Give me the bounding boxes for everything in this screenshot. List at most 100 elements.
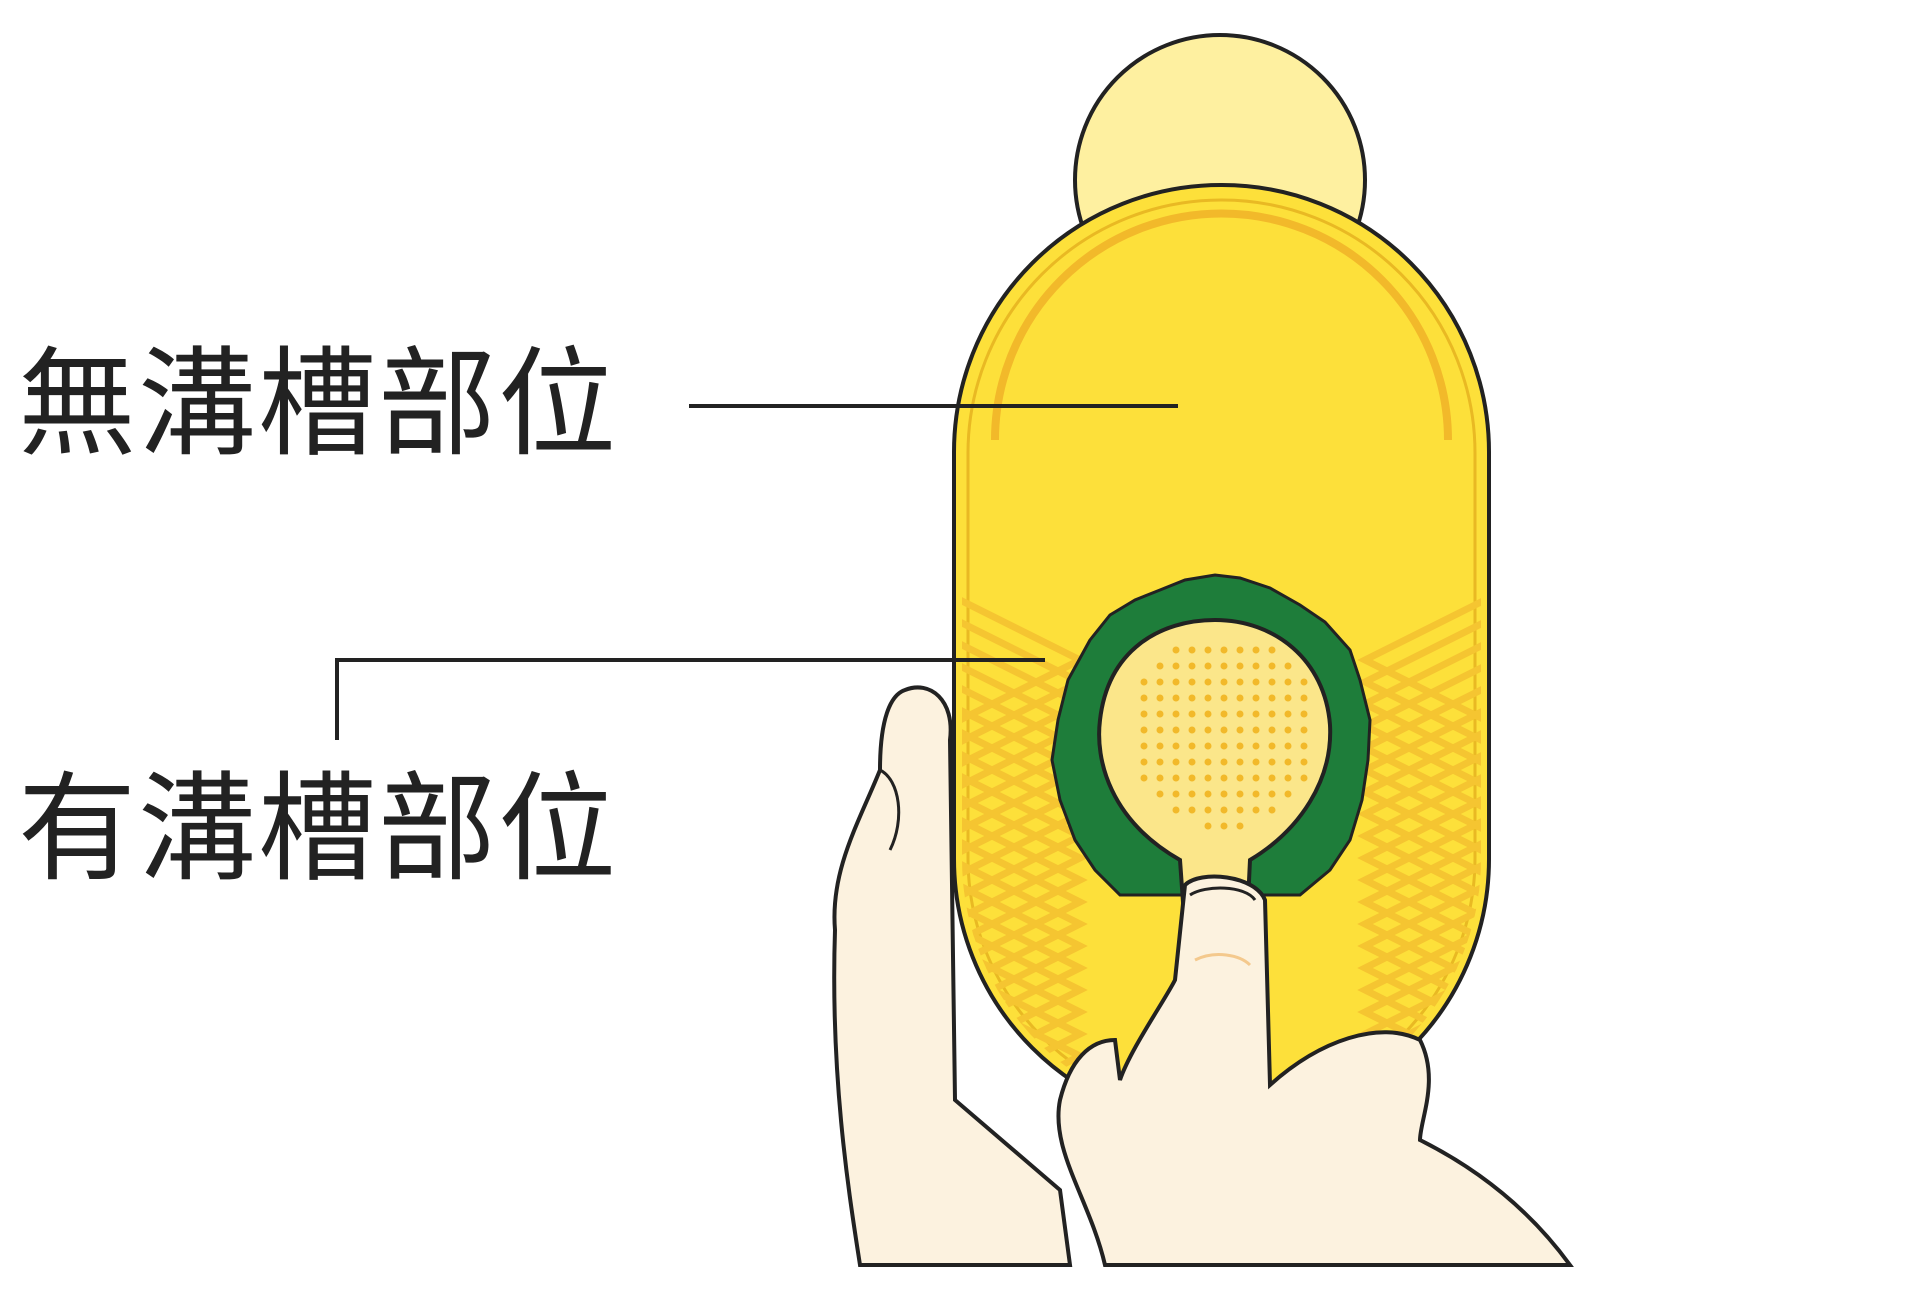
spoon-dot bbox=[1188, 662, 1196, 670]
spoon-dot bbox=[1268, 726, 1276, 734]
spoon-dot bbox=[1204, 774, 1212, 782]
groove-line bbox=[1357, 772, 1481, 900]
groove-line bbox=[1357, 860, 1481, 988]
spoon-dot bbox=[1204, 726, 1212, 734]
spoon-dot bbox=[1300, 774, 1308, 782]
spoon-dot bbox=[1252, 774, 1260, 782]
spoon-dot bbox=[1252, 694, 1260, 702]
spoon-dot bbox=[1220, 694, 1228, 702]
spoon-dot bbox=[1172, 710, 1180, 718]
spoon-dot bbox=[1140, 678, 1148, 686]
spoon-dot bbox=[1188, 806, 1196, 814]
spoon-dot bbox=[1220, 774, 1228, 782]
spoon-dot bbox=[1172, 806, 1180, 814]
spoon-dot bbox=[1140, 710, 1148, 718]
spoon-dot bbox=[1252, 726, 1260, 734]
spoon-dot bbox=[1268, 742, 1276, 750]
spoon-dot bbox=[1268, 790, 1276, 798]
spoon-dot bbox=[1172, 678, 1180, 686]
leader-line-groove bbox=[335, 658, 1045, 740]
spoon-dot bbox=[1252, 646, 1260, 654]
spoon-dot bbox=[1204, 806, 1212, 814]
spoon-dot bbox=[1252, 710, 1260, 718]
groove-line bbox=[1357, 816, 1481, 944]
spoon-dot bbox=[1268, 806, 1276, 814]
spoon-dot bbox=[1252, 806, 1260, 814]
spoon-dot bbox=[1220, 790, 1228, 798]
spoon-dot bbox=[1284, 742, 1292, 750]
spoon-dot bbox=[1204, 646, 1212, 654]
spoon-dot bbox=[1156, 790, 1164, 798]
groove-line bbox=[962, 838, 1088, 966]
spoon-dot bbox=[1204, 694, 1212, 702]
spoon-dot bbox=[1236, 678, 1244, 686]
spoon-dot bbox=[1156, 710, 1164, 718]
spoon-dot bbox=[1300, 758, 1308, 766]
groove-line bbox=[962, 816, 1088, 944]
groove-line bbox=[1357, 618, 1481, 746]
spoon-dot bbox=[1268, 694, 1276, 702]
spoon-dot bbox=[1204, 710, 1212, 718]
spoon-dot bbox=[1284, 726, 1292, 734]
spoon-dot bbox=[1220, 742, 1228, 750]
spoon-dot bbox=[1236, 790, 1244, 798]
spoon-dot bbox=[1172, 774, 1180, 782]
spoon-dot bbox=[1220, 806, 1228, 814]
spoon-dot bbox=[1284, 758, 1292, 766]
spoon-dot bbox=[1268, 710, 1276, 718]
spoon-dot bbox=[1188, 726, 1196, 734]
spoon-dot bbox=[1300, 742, 1308, 750]
spoon-dot bbox=[1300, 710, 1308, 718]
spoon-dot bbox=[1284, 662, 1292, 670]
spoon-dot bbox=[1236, 646, 1244, 654]
spoon-dot bbox=[1220, 758, 1228, 766]
spoon-dot bbox=[1252, 678, 1260, 686]
spoon-dot bbox=[1268, 774, 1276, 782]
spoon-dot bbox=[1220, 678, 1228, 686]
groove-line bbox=[1357, 882, 1481, 1010]
spoon-dot bbox=[1284, 790, 1292, 798]
spoon-dot bbox=[1236, 806, 1244, 814]
groove-line bbox=[962, 860, 1088, 988]
spoon-dot bbox=[1140, 726, 1148, 734]
spoon-dot bbox=[1220, 822, 1228, 830]
spoon-dot bbox=[1156, 678, 1164, 686]
spoon-dot bbox=[1140, 758, 1148, 766]
spoon-dot bbox=[1172, 694, 1180, 702]
groove-line bbox=[1357, 794, 1481, 922]
groove-line bbox=[962, 794, 1088, 922]
spoon-dot bbox=[1156, 726, 1164, 734]
spoon-dot bbox=[1156, 694, 1164, 702]
spoon-dot bbox=[1284, 694, 1292, 702]
spoon-dot bbox=[1300, 726, 1308, 734]
left-hand bbox=[832, 685, 1073, 1267]
spoon-dot bbox=[1252, 790, 1260, 798]
spoon-dot bbox=[1204, 822, 1212, 830]
spoon-dot bbox=[1172, 758, 1180, 766]
spoon-dot bbox=[1188, 758, 1196, 766]
spoon-dot bbox=[1188, 678, 1196, 686]
groove-line bbox=[1357, 728, 1481, 856]
spoon-dot bbox=[1188, 774, 1196, 782]
spoon-dot bbox=[1252, 742, 1260, 750]
spoon-dot bbox=[1204, 678, 1212, 686]
spoon-dot bbox=[1140, 694, 1148, 702]
spoon-dot bbox=[1236, 758, 1244, 766]
spoon-dot bbox=[1188, 694, 1196, 702]
spoon-dot bbox=[1172, 790, 1180, 798]
spoon-dot bbox=[1268, 646, 1276, 654]
spoon-dot bbox=[1268, 662, 1276, 670]
spoon-dot bbox=[1172, 646, 1180, 654]
right-hand bbox=[1056, 874, 1574, 1267]
spoon-dot bbox=[1188, 710, 1196, 718]
spoon-dot bbox=[1140, 774, 1148, 782]
spoon-dot bbox=[1236, 710, 1244, 718]
spoon-dot bbox=[1300, 678, 1308, 686]
label-groove-area: 有溝槽部位 bbox=[18, 760, 619, 898]
spoon-dot bbox=[1156, 742, 1164, 750]
spoon-dot bbox=[1268, 758, 1276, 766]
spoon-dot bbox=[1284, 774, 1292, 782]
spoon-dot bbox=[1156, 774, 1164, 782]
